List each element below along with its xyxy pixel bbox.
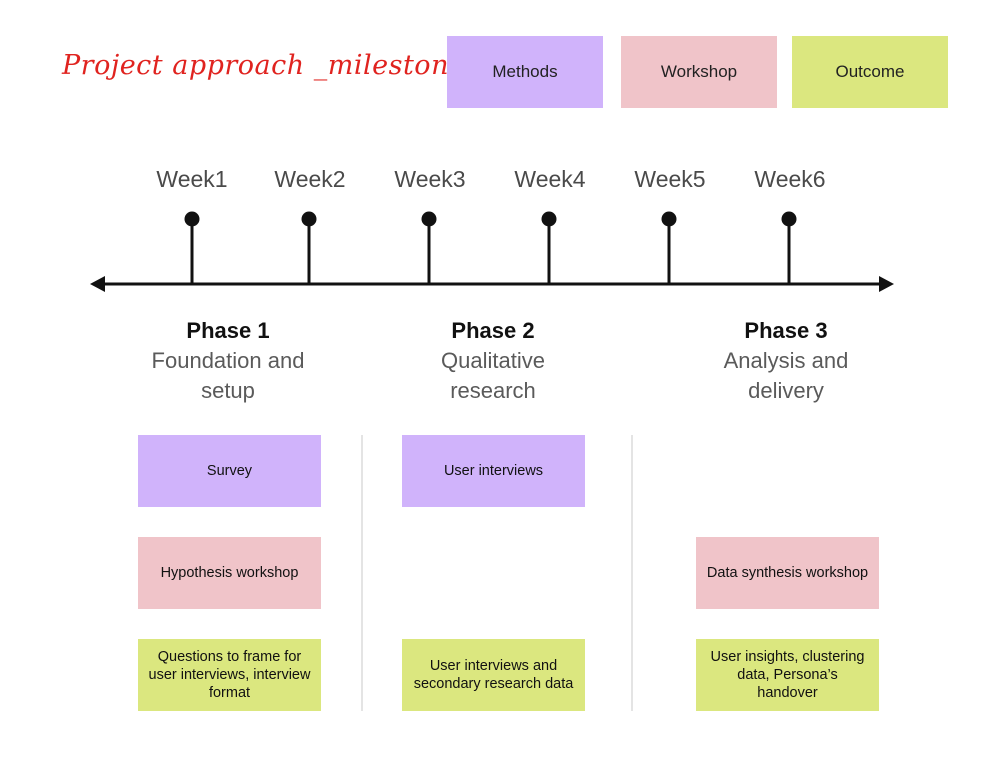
phase-1: Phase 1 Foundation and setup bbox=[118, 316, 338, 406]
diagram-title: Project approach _milestone bbox=[62, 50, 466, 81]
week-label-3: Week3 bbox=[394, 166, 466, 192]
milestone-dot-4 bbox=[541, 211, 557, 227]
milestone-dot-3 bbox=[421, 211, 437, 227]
phase-divider-2 bbox=[631, 435, 633, 711]
milestone-dot-5 bbox=[661, 211, 677, 227]
phase-1-desc-line2: setup bbox=[201, 378, 255, 403]
phase-2-desc-line2: research bbox=[450, 378, 536, 403]
timeline-arrow-right bbox=[879, 276, 894, 292]
week-label-4: Week4 bbox=[514, 166, 586, 192]
week-label-5: Week5 bbox=[634, 166, 706, 192]
legend-workshop: Workshop bbox=[621, 36, 777, 108]
card-phase2-outcome: User interviews and secondary research d… bbox=[402, 639, 585, 711]
timeline-arrow-left bbox=[90, 276, 105, 292]
phase-3-desc-line1: Analysis and bbox=[723, 348, 849, 373]
phase-2: Phase 2 Qualitative research bbox=[383, 316, 603, 406]
card-phase1-outcome: Questions to frame for user interviews, … bbox=[138, 639, 321, 711]
card-phase3-outcome: User insights, clustering data, Persona’… bbox=[696, 639, 879, 711]
phase-divider-1 bbox=[361, 435, 363, 711]
milestone-dot-2 bbox=[301, 211, 317, 227]
card-phase2-method: User interviews bbox=[402, 435, 585, 507]
phase-3: Phase 3 Analysis and delivery bbox=[676, 316, 896, 406]
milestone-dot-6 bbox=[781, 211, 797, 227]
legend-outcome: Outcome bbox=[792, 36, 948, 108]
week-label-6: Week6 bbox=[754, 166, 826, 192]
milestone-dot-1 bbox=[184, 211, 200, 227]
week-label-2: Week2 bbox=[274, 166, 346, 192]
card-phase1-workshop: Hypothesis workshop bbox=[138, 537, 321, 609]
legend-methods: Methods bbox=[447, 36, 603, 108]
phase-1-name: Phase 1 bbox=[186, 318, 270, 343]
phase-2-desc-line1: Qualitative bbox=[441, 348, 545, 373]
card-phase1-method: Survey bbox=[138, 435, 321, 507]
phase-3-desc-line2: delivery bbox=[748, 378, 824, 403]
card-phase3-workshop: Data synthesis workshop bbox=[696, 537, 879, 609]
phase-1-desc-line1: Foundation and bbox=[151, 348, 305, 373]
phase-3-name: Phase 3 bbox=[744, 318, 828, 343]
week-label-1: Week1 bbox=[156, 166, 228, 192]
phase-2-name: Phase 2 bbox=[451, 318, 535, 343]
